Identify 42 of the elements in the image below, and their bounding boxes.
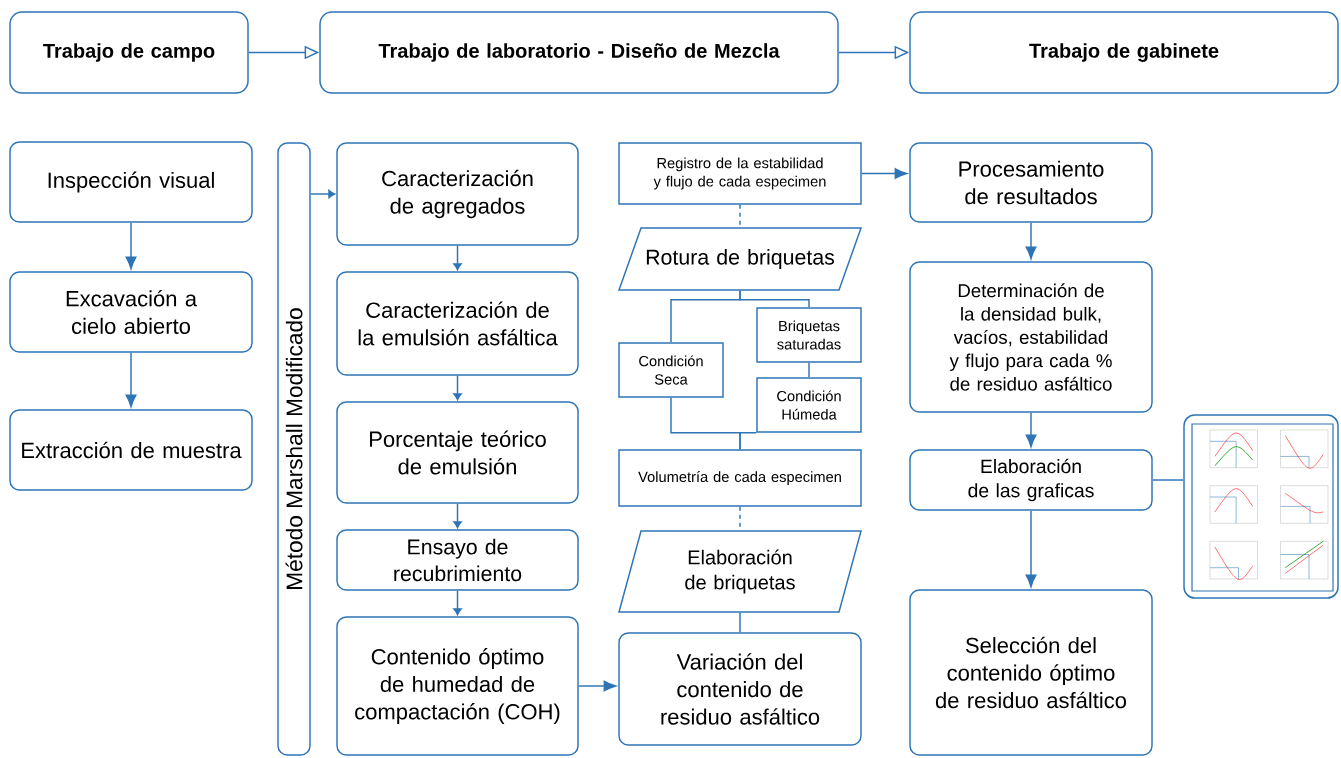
process-box: Porcentaje teórico de emulsión	[336, 401, 579, 504]
process-box: Determinación de la densidad bulk, vacíos, estabilidad y flujo para cada % de residuo asfáltico	[909, 261, 1153, 413]
process-box: Ensayo de recubrimiento	[336, 529, 579, 591]
connector-line	[739, 432, 757, 450]
arrow	[453, 245, 462, 271]
charts-picture	[1183, 414, 1339, 599]
process-box: Caracterización de agregados	[336, 142, 579, 246]
step-box: Briquetas saturadas	[756, 307, 862, 363]
arrow	[453, 375, 462, 401]
stage-box: Trabajo de laboratorio - Diseño de Mezcla	[319, 11, 839, 94]
connector-line	[1152, 479, 1184, 481]
stage-box: Trabajo de gabinete	[909, 11, 1339, 94]
parallelogram-box: Elaboración de briquetas	[618, 530, 862, 613]
arrow	[125, 222, 137, 270]
connector-line	[739, 290, 810, 308]
process-box: Contenido óptimo de humedad de compactación (COH)	[336, 616, 579, 756]
arrow	[1025, 412, 1037, 448]
process-box: Variación del contenido de residuo asfáltico	[618, 632, 862, 746]
connector-line	[739, 612, 741, 633]
arrow	[861, 168, 908, 179]
process-box: Elaboración de las graficas	[909, 449, 1153, 511]
arrow	[1025, 222, 1037, 260]
arrow	[453, 503, 462, 529]
process-box: Excavación a cielo abierto	[9, 271, 253, 353]
connector-line	[808, 362, 810, 378]
step-box: Condición Seca	[618, 342, 724, 398]
arrow	[453, 590, 462, 616]
stage-box: Trabajo de campo	[9, 11, 249, 94]
step-box: Condición Húmeda	[756, 377, 862, 433]
process-box: Inspección visual	[9, 141, 253, 223]
arrow	[310, 189, 336, 199]
process-box: Caracterización de la emulsión asfáltica	[336, 271, 579, 376]
arrow	[578, 680, 617, 692]
connector-line	[739, 204, 741, 228]
step-box: Registro de la estabilidad y flujo de cada especimen	[618, 142, 862, 205]
process-box: Extracción de muestra	[9, 409, 253, 491]
step-box: Volumetría de cada especimen	[618, 449, 862, 507]
arrow	[125, 352, 137, 408]
process-box: Selección del contenido óptimo de residuo asfáltico	[909, 589, 1153, 756]
arrow	[1025, 510, 1037, 588]
method-band: Método Marshall Modificado	[277, 142, 311, 756]
process-box: Procesamiento de resultados	[909, 142, 1153, 223]
